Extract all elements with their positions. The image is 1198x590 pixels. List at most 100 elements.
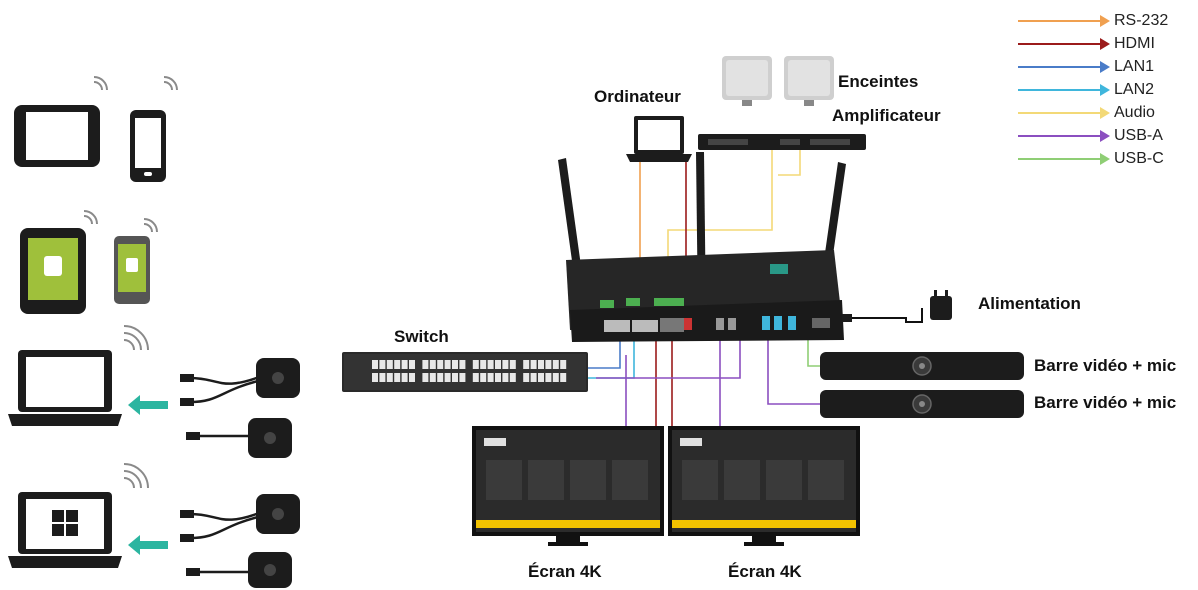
switch-port <box>472 373 479 382</box>
switch-port <box>452 373 458 382</box>
android-phone-device <box>114 236 150 304</box>
switch-port <box>530 373 537 382</box>
legend-item-hdmi: HDMI <box>1018 34 1155 54</box>
legend-label: HDMI <box>1114 35 1155 52</box>
switch-port <box>452 360 458 369</box>
ipad-device <box>14 105 100 167</box>
usbc-cable-bar1 <box>807 338 820 367</box>
switch-port <box>459 373 466 382</box>
legend-arrow-icon <box>1018 38 1110 50</box>
hub-port <box>774 316 782 330</box>
speakers-label: Enceintes <box>838 72 919 91</box>
switch-port <box>372 360 378 369</box>
switch-port <box>538 360 544 369</box>
power-cable <box>848 308 923 323</box>
windows-laptop <box>8 492 122 568</box>
hub-port <box>604 320 630 332</box>
usba-cable-bar2 <box>767 338 820 405</box>
switch-port <box>379 373 386 382</box>
switch-port <box>401 360 408 369</box>
legend-arrow-icon <box>1018 84 1110 96</box>
switch-port <box>502 373 509 382</box>
conference-hub <box>558 152 846 342</box>
switch-label: Switch <box>394 327 449 346</box>
switch-port <box>487 360 494 369</box>
hub-port <box>684 318 692 330</box>
hub-port <box>632 320 658 332</box>
mac-laptop <box>8 350 122 426</box>
switch-port <box>509 360 516 369</box>
legend-label: Audio <box>1114 104 1155 121</box>
amplifier-label: Amplificateur <box>832 106 941 125</box>
video-bar-1-label: Barre vidéo + mic <box>1034 356 1177 375</box>
speakers <box>722 56 834 106</box>
switch-port <box>545 360 552 369</box>
legend-item-rs-232: RS-232 <box>1018 11 1168 31</box>
wifi-icon <box>83 76 178 489</box>
video-bar-2-label: Barre vidéo + mic <box>1034 393 1177 412</box>
legend-label: LAN1 <box>1114 58 1155 75</box>
switch-port <box>429 373 436 382</box>
switch-port <box>394 360 401 369</box>
legend-item-lan2: LAN2 <box>1018 80 1154 100</box>
android-tablet-device <box>20 228 86 314</box>
android-icon <box>44 256 62 276</box>
switch-port <box>560 373 567 382</box>
lan2-cable <box>588 338 635 379</box>
legend-arrow-icon <box>1018 61 1110 73</box>
video-bar-2 <box>820 390 1024 418</box>
cables <box>588 148 923 440</box>
legend-label: LAN2 <box>1114 81 1155 98</box>
switch-port <box>472 360 479 369</box>
switch-port <box>560 360 567 369</box>
hub-port <box>762 316 770 330</box>
usba-cable-switch <box>596 338 741 379</box>
switch-port <box>444 373 451 382</box>
switch-port <box>523 373 530 382</box>
legend-item-usb-c: USB-C <box>1018 149 1164 169</box>
switch-port <box>545 373 552 382</box>
switch-port <box>401 373 408 382</box>
switch-port <box>386 360 393 369</box>
legend-item-usb-a: USB-A <box>1018 126 1163 146</box>
hub-port <box>660 318 684 332</box>
switch-port <box>437 373 444 382</box>
switch-port <box>437 360 444 369</box>
switch-port <box>379 360 386 369</box>
iphone-device <box>130 110 166 182</box>
switch-port <box>459 360 466 369</box>
android-icon <box>126 258 138 272</box>
amplifier <box>698 134 866 150</box>
switch-port <box>386 373 393 382</box>
switch-port <box>495 373 501 382</box>
lan1-cable <box>588 338 621 369</box>
legend-label: RS-232 <box>1114 12 1169 29</box>
legend-item-lan1: LAN1 <box>1018 57 1154 77</box>
switch-port <box>552 373 559 382</box>
switch-port <box>487 373 494 382</box>
hub-port <box>654 298 684 306</box>
screen-1-label: Écran 4K <box>528 562 602 581</box>
screen-2-label: Écran 4K <box>728 562 802 581</box>
switch-port <box>552 360 559 369</box>
screen-4k-2 <box>668 426 860 546</box>
switch-port <box>502 360 509 369</box>
legend-arrow-icon <box>1018 130 1110 142</box>
switch-port <box>409 360 415 369</box>
hub-port <box>812 318 830 328</box>
hub-port <box>728 318 736 330</box>
switch-port <box>530 360 537 369</box>
hub-port <box>626 298 640 306</box>
windows-logo-icon <box>52 510 78 536</box>
network-switch <box>342 352 588 392</box>
legend-arrow-icon <box>1018 153 1110 165</box>
legend-label: USB-C <box>1114 150 1164 167</box>
legend-arrow-icon <box>1018 107 1110 119</box>
legend-arrow-icon <box>1018 15 1110 27</box>
audio-cable-2 <box>778 148 801 176</box>
switch-port <box>372 373 378 382</box>
switch-port <box>422 360 429 369</box>
switch-port <box>444 360 451 369</box>
hub-port <box>600 300 614 308</box>
